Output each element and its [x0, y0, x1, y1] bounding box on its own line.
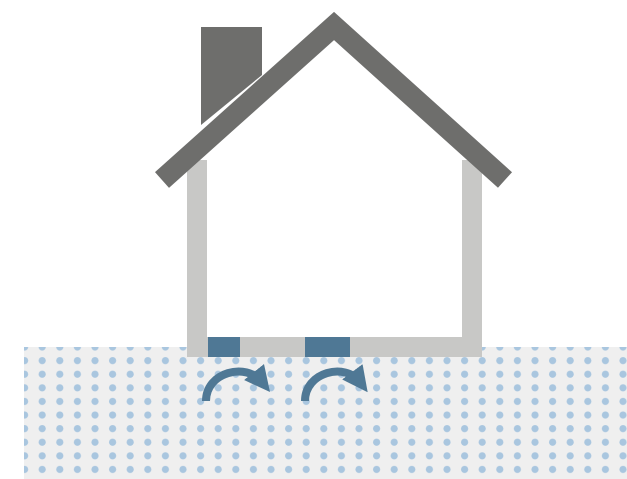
soil-dots-pattern [24, 347, 627, 479]
vent-icon [208, 337, 240, 357]
house-walls [197, 160, 472, 347]
vent-icon [305, 337, 350, 357]
ground [24, 347, 627, 479]
